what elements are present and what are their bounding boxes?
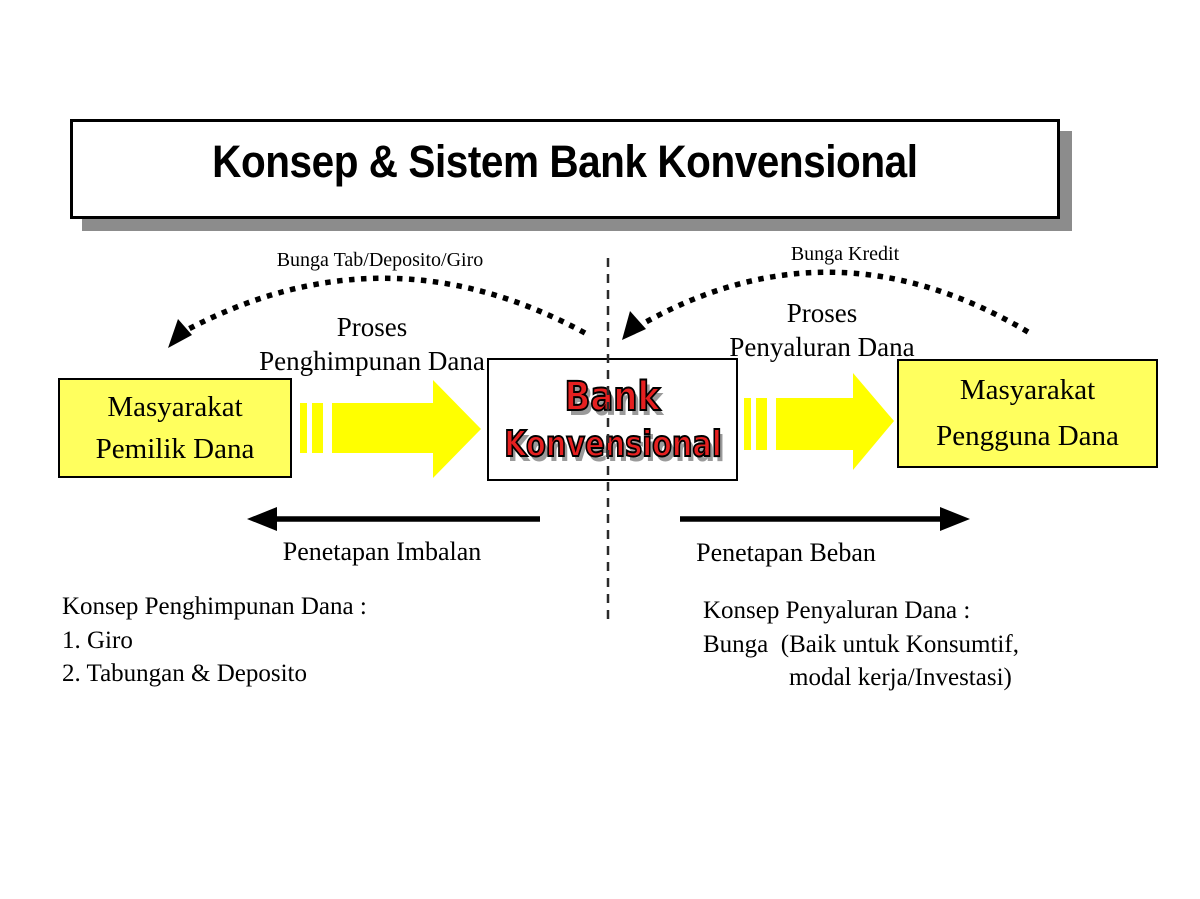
bank-box: Bank Konvensional bbox=[487, 358, 738, 481]
lending-interest-label: Bunga Kredit bbox=[790, 243, 900, 265]
lending-concept-line1: Bunga (Baik untuk Konsumtif, bbox=[703, 630, 1019, 658]
title-box: Konsep & Sistem Bank Konvensional bbox=[70, 119, 1060, 219]
funding-interest-label: Bunga Tab/Deposito/Giro bbox=[276, 249, 484, 271]
striped-flow-arrow-right-icon bbox=[744, 373, 894, 470]
funding-party-box: Masyarakat Pemilik Dana bbox=[58, 378, 292, 478]
funding-concept-item1: 1. Giro bbox=[62, 626, 133, 654]
lending-process-label: Proses Penyaluran Dana bbox=[729, 298, 915, 362]
lending-pricing-label: Penetapan Beban bbox=[696, 538, 876, 567]
lending-party-line1: Masyarakat bbox=[959, 373, 1096, 406]
dotted-return-arc-right bbox=[635, 269, 1030, 335]
funding-concept-item2: 2. Tabungan & Deposito bbox=[62, 660, 307, 687]
bank-wordart-line1: Bank bbox=[564, 373, 661, 421]
lending-concept-block: Konsep Penyaluran Dana : Bunga (Baik unt… bbox=[703, 594, 1019, 695]
funding-party-line1: Masyarakat bbox=[107, 390, 243, 423]
lending-party-box: Masyarakat Pengguna Dana bbox=[897, 359, 1158, 468]
slide-title: Konsep & Sistem Bank Konvensional bbox=[212, 136, 918, 187]
funding-party-line2: Pemilik Dana bbox=[95, 432, 255, 465]
pricing-arrow-left-icon bbox=[247, 507, 540, 531]
pricing-arrow-right-icon bbox=[680, 507, 970, 531]
bank-wordart-line2: Konvensional bbox=[503, 423, 722, 466]
arc-arrowhead-left-icon bbox=[168, 319, 192, 348]
funding-process-label: Proses Penghimpunan Dana bbox=[259, 312, 485, 376]
lending-concept-line2: modal kerja/Investasi) bbox=[789, 664, 1012, 691]
striped-flow-arrow-left-icon bbox=[300, 380, 481, 478]
funding-pricing-label: Penetapan Imbalan bbox=[282, 537, 482, 566]
arc-arrowhead-right-icon bbox=[622, 311, 646, 340]
dotted-return-arc-left bbox=[181, 275, 587, 336]
lending-concept-heading: Konsep Penyaluran Dana : bbox=[703, 597, 971, 624]
lending-party-line2: Pengguna Dana bbox=[936, 420, 1119, 453]
funding-concept-heading: Konsep Penghimpunan Dana : bbox=[62, 593, 367, 620]
funding-concept-block: Konsep Penghimpunan Dana : 1. Giro 2. Ta… bbox=[62, 590, 367, 691]
